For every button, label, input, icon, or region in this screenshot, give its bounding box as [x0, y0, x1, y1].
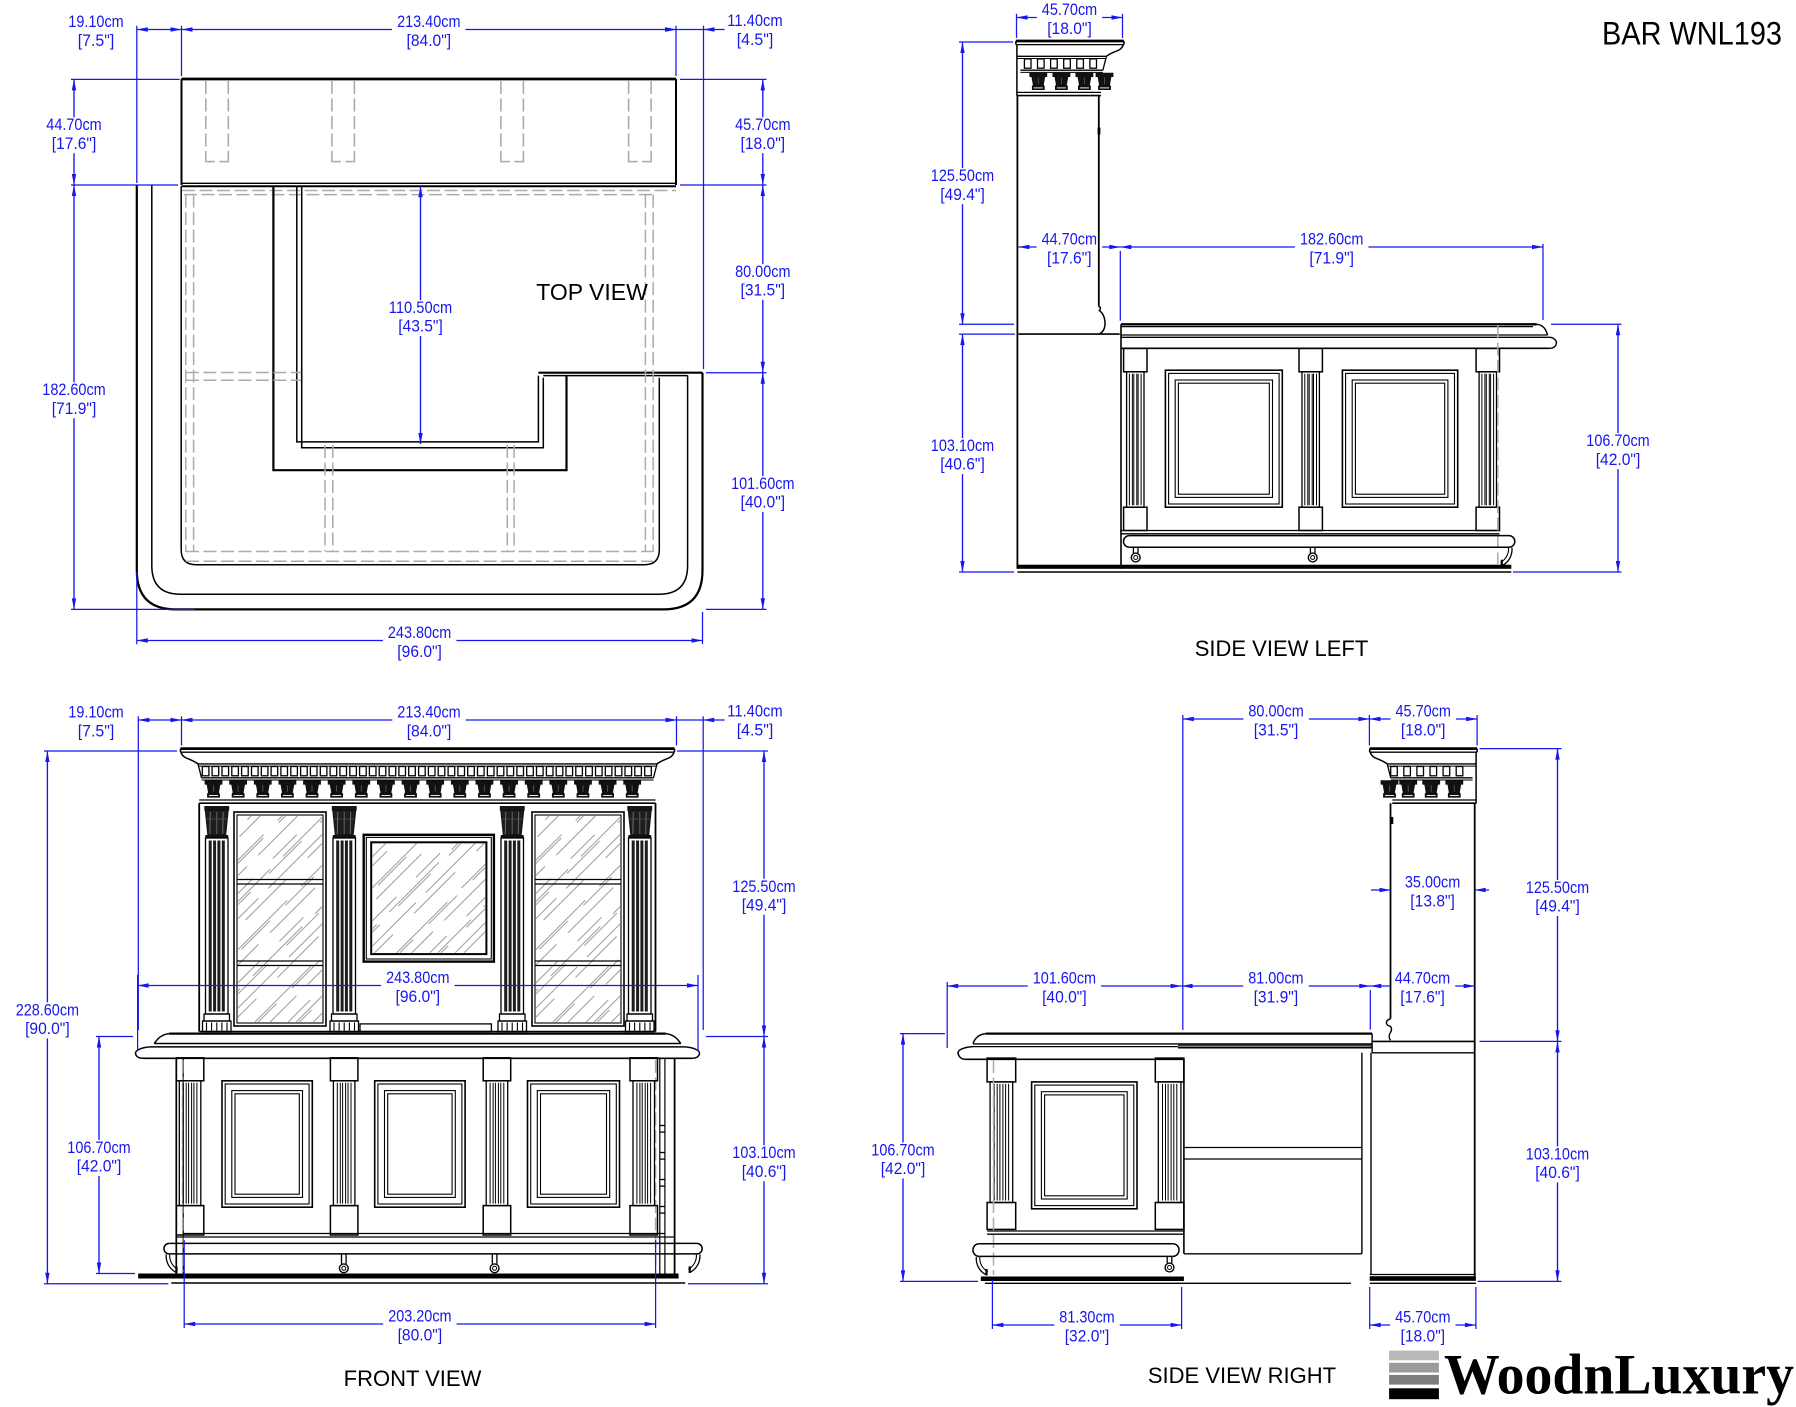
svg-text:243.80cm: 243.80cm — [386, 968, 449, 987]
svg-text:19.10cm: 19.10cm — [68, 12, 123, 31]
svg-text:182.60cm: 182.60cm — [1300, 229, 1363, 248]
svg-text:[43.5"]: [43.5"] — [398, 317, 443, 336]
svg-text:45.70cm: 45.70cm — [1395, 1307, 1450, 1326]
svg-text:228.60cm: 228.60cm — [16, 1000, 79, 1019]
svg-text:[18.0"]: [18.0"] — [1401, 1326, 1446, 1345]
svg-text:[42.0"]: [42.0"] — [1596, 450, 1641, 469]
svg-text:106.70cm: 106.70cm — [67, 1138, 130, 1157]
svg-text:106.70cm: 106.70cm — [1586, 431, 1649, 450]
svg-text:19.10cm: 19.10cm — [68, 702, 123, 721]
svg-text:213.40cm: 213.40cm — [397, 12, 460, 31]
svg-text:213.40cm: 213.40cm — [397, 702, 460, 721]
svg-text:[40.6"]: [40.6"] — [742, 1162, 787, 1181]
svg-text:[17.6"]: [17.6"] — [1047, 248, 1092, 267]
svg-text:44.70cm: 44.70cm — [46, 115, 101, 134]
svg-text:[31.9"]: [31.9"] — [1254, 987, 1299, 1006]
svg-text:[40.0"]: [40.0"] — [1042, 987, 1087, 1006]
svg-text:[84.0"]: [84.0"] — [407, 31, 452, 50]
svg-text:[96.0"]: [96.0"] — [396, 987, 441, 1006]
svg-text:101.60cm: 101.60cm — [1033, 968, 1096, 987]
svg-text:SIDE VIEW LEFT: SIDE VIEW LEFT — [1195, 636, 1369, 661]
svg-text:[18.0"]: [18.0"] — [1047, 19, 1092, 38]
svg-text:[18.0"]: [18.0"] — [1401, 720, 1446, 739]
svg-text:125.50cm: 125.50cm — [931, 166, 994, 185]
svg-text:182.60cm: 182.60cm — [42, 380, 105, 399]
svg-text:[42.0"]: [42.0"] — [77, 1157, 122, 1176]
svg-text:FRONT VIEW: FRONT VIEW — [344, 1366, 482, 1391]
svg-text:[80.0"]: [80.0"] — [398, 1325, 443, 1344]
svg-text:[7.5"]: [7.5"] — [78, 721, 115, 740]
svg-text:125.50cm: 125.50cm — [1526, 878, 1589, 897]
svg-text:[40.0"]: [40.0"] — [741, 493, 786, 512]
svg-text:[96.0"]: [96.0"] — [397, 642, 442, 661]
svg-text:11.40cm: 11.40cm — [727, 11, 782, 30]
svg-text:[40.6"]: [40.6"] — [940, 455, 985, 474]
svg-text:[49.4"]: [49.4"] — [1535, 897, 1580, 916]
svg-text:[84.0"]: [84.0"] — [407, 721, 452, 740]
svg-text:[40.6"]: [40.6"] — [1535, 1163, 1580, 1182]
svg-text:[90.0"]: [90.0"] — [25, 1019, 70, 1038]
svg-text:TOP VIEW: TOP VIEW — [536, 279, 648, 305]
svg-text:[49.4"]: [49.4"] — [742, 895, 787, 914]
svg-text:[4.5"]: [4.5"] — [737, 30, 774, 49]
svg-text:[18.0"]: [18.0"] — [741, 134, 786, 153]
svg-text:44.70cm: 44.70cm — [1395, 968, 1450, 987]
svg-text:[31.5"]: [31.5"] — [1254, 720, 1299, 739]
svg-text:[4.5"]: [4.5"] — [737, 721, 774, 740]
svg-text:[7.5"]: [7.5"] — [78, 31, 115, 50]
svg-text:[71.9"]: [71.9"] — [52, 399, 97, 418]
svg-text:45.70cm: 45.70cm — [1042, 0, 1097, 19]
svg-text:[71.9"]: [71.9"] — [1309, 248, 1354, 267]
svg-text:125.50cm: 125.50cm — [732, 877, 795, 896]
svg-text:80.00cm: 80.00cm — [735, 262, 790, 281]
svg-text:WoodnLuxury: WoodnLuxury — [1444, 1344, 1794, 1407]
svg-text:[17.6"]: [17.6"] — [52, 134, 97, 153]
svg-text:[32.0"]: [32.0"] — [1065, 1326, 1110, 1345]
svg-text:106.70cm: 106.70cm — [871, 1141, 934, 1160]
svg-text:45.70cm: 45.70cm — [735, 115, 790, 134]
svg-text:203.20cm: 203.20cm — [388, 1306, 451, 1325]
svg-text:103.10cm: 103.10cm — [732, 1143, 795, 1162]
svg-text:80.00cm: 80.00cm — [1248, 701, 1303, 720]
svg-text:81.00cm: 81.00cm — [1248, 968, 1303, 987]
svg-text:[31.5"]: [31.5"] — [741, 281, 786, 300]
svg-text:11.40cm: 11.40cm — [727, 701, 782, 720]
svg-text:[42.0"]: [42.0"] — [881, 1159, 926, 1178]
svg-text:[13.8"]: [13.8"] — [1410, 891, 1455, 910]
svg-text:101.60cm: 101.60cm — [731, 474, 794, 493]
svg-text:SIDE VIEW RIGHT: SIDE VIEW RIGHT — [1148, 1363, 1336, 1388]
svg-text:81.30cm: 81.30cm — [1059, 1307, 1114, 1326]
svg-text:103.10cm: 103.10cm — [931, 436, 994, 455]
svg-text:[17.6"]: [17.6"] — [1400, 987, 1445, 1006]
svg-text:[49.4"]: [49.4"] — [940, 185, 985, 204]
svg-text:110.50cm: 110.50cm — [389, 298, 452, 317]
svg-text:44.70cm: 44.70cm — [1042, 229, 1097, 248]
svg-text:243.80cm: 243.80cm — [388, 623, 451, 642]
svg-text:103.10cm: 103.10cm — [1526, 1144, 1589, 1163]
svg-text:35.00cm: 35.00cm — [1405, 872, 1460, 891]
svg-text:BAR WNL193: BAR WNL193 — [1602, 16, 1782, 52]
svg-text:45.70cm: 45.70cm — [1396, 701, 1451, 720]
